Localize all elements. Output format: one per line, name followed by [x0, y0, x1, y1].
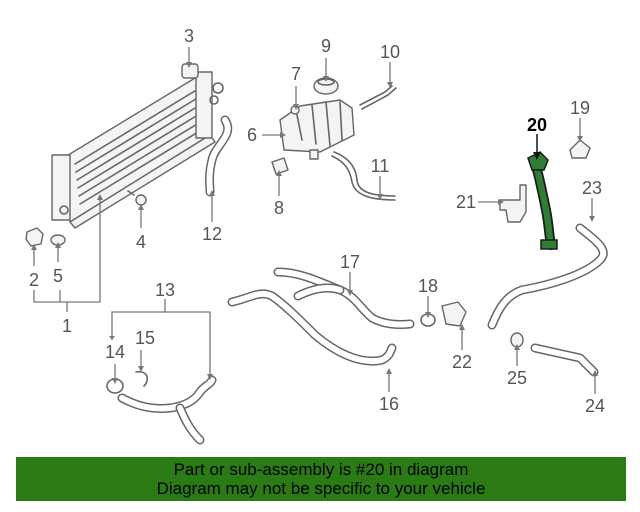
- bracket-19[interactable]: [569, 139, 591, 159]
- connector-21[interactable]: [499, 184, 527, 223]
- callout-24: 24: [585, 396, 605, 416]
- banner-line-2: Diagram may not be specific to your vehi…: [156, 479, 486, 498]
- clip-15[interactable]: [135, 370, 149, 387]
- callout-6: 6: [247, 125, 257, 145]
- callout-16: 16: [379, 394, 399, 414]
- hose-23[interactable]: [487, 223, 608, 330]
- overflow-hose[interactable]: [359, 85, 397, 110]
- callout-21: 21: [456, 192, 476, 212]
- reservoir-hose[interactable]: [331, 151, 396, 201]
- callout-5: 5: [53, 266, 63, 286]
- bolt[interactable]: [127, 190, 147, 206]
- callout-labels: 1 2 3 4 5 6 7 8 9 10 11 12 13 14 15 16 1…: [29, 26, 605, 416]
- thermostat-housing-22[interactable]: [441, 301, 467, 327]
- radiator-mount-insulator[interactable]: [181, 63, 199, 79]
- callout-12: 12: [202, 224, 222, 244]
- callout-9: 9: [321, 36, 331, 56]
- clip-8[interactable]: [271, 157, 289, 175]
- highlighted-part-20-hose[interactable]: [527, 151, 558, 250]
- banner-line-1: Part or sub-assembly is #20 in diagram: [173, 460, 469, 479]
- callout-15: 15: [135, 328, 155, 348]
- callout-17: 17: [340, 252, 360, 272]
- callout-13: 13: [155, 280, 175, 300]
- callout-7: 7: [291, 64, 301, 84]
- heater-hose-17[interactable]: [273, 267, 415, 329]
- drain-plug[interactable]: [25, 227, 44, 247]
- pipe-24[interactable]: [530, 343, 599, 377]
- callout-1: 1: [62, 316, 72, 336]
- coolant-pipe-assembly-13[interactable]: [117, 375, 217, 445]
- disclaimer-banner: Part or sub-assembly is #20 in diagram D…: [16, 457, 626, 501]
- callout-23: 23: [582, 178, 602, 198]
- callout-4: 4: [136, 232, 146, 252]
- callout-10: 10: [380, 42, 400, 62]
- callout-11: 11: [371, 156, 390, 176]
- callout-3: 3: [184, 26, 194, 46]
- radiator[interactable]: [51, 71, 224, 229]
- callout-14: 14: [105, 342, 125, 362]
- callout-19: 19: [570, 98, 590, 118]
- callout-8: 8: [274, 198, 284, 218]
- callout-2: 2: [29, 270, 39, 290]
- arrowheads: [31, 62, 598, 384]
- leader-lines: [33, 47, 596, 394]
- callout-20-highlighted: 20: [527, 115, 547, 135]
- parts-diagram: 1 2 3 4 5 6 7 8 9 10 11 12 13 14 15 16 1…: [25, 26, 608, 445]
- radiator-hose-upper[interactable]: [205, 115, 233, 197]
- heater-hose-16[interactable]: [227, 289, 397, 366]
- callout-25: 25: [507, 368, 527, 388]
- callout-22: 22: [452, 352, 472, 372]
- callout-18: 18: [418, 276, 438, 296]
